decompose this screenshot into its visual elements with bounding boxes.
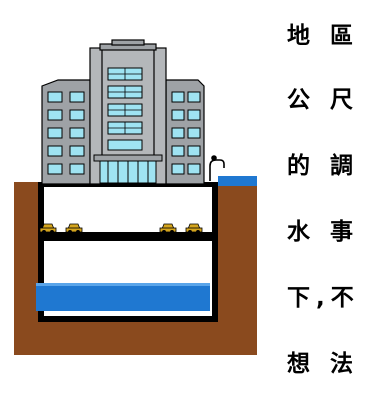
window-grid-right xyxy=(171,91,201,175)
window-grid-left xyxy=(47,91,85,175)
car-icon xyxy=(159,223,177,234)
side-text-column: 地 區 公 尺 的 調 水 事 下,不 想 法 xyxy=(283,0,377,393)
parking-slab xyxy=(38,232,218,241)
side-text-line-3: 的 調 xyxy=(287,153,360,179)
surface-water xyxy=(218,176,257,186)
side-text-line-1: 地 區 xyxy=(287,23,360,49)
basement-wall-right xyxy=(212,182,218,322)
side-text-line-5: 下,不 xyxy=(287,285,360,311)
side-text-line-4: 水 事 xyxy=(287,219,360,245)
underground-water-tank xyxy=(36,283,210,311)
window-mullions xyxy=(108,68,142,134)
car-icon xyxy=(65,223,83,234)
basement-floor xyxy=(38,316,218,322)
side-text-line-2: 公 尺 xyxy=(287,87,360,113)
basement-wall-left xyxy=(38,182,44,322)
entrance xyxy=(93,154,163,184)
car-icon xyxy=(185,223,203,234)
car-icon xyxy=(39,223,57,234)
side-text-line-6: 想 法 xyxy=(287,351,360,377)
faucet-icon xyxy=(209,155,225,181)
